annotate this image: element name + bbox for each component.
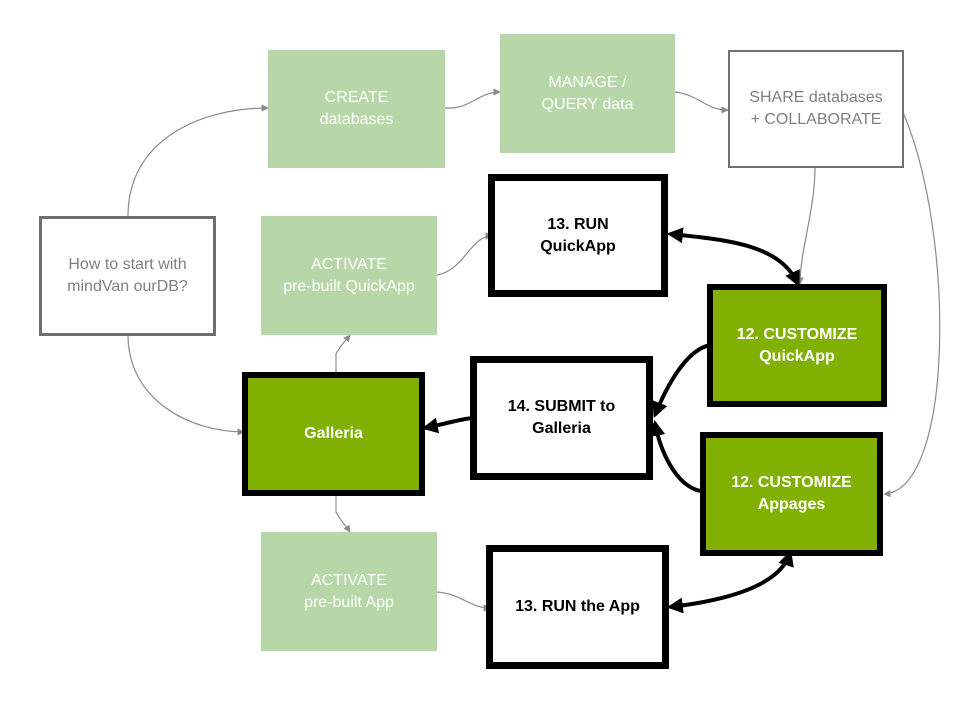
connector-manage-to-share [674,91,729,114]
connector-customize-quickapp-to-submit [652,343,711,418]
customize-appages-node: 12. CUSTOMIZE Appages [700,432,883,556]
connector-share-to-customize-quickapp [796,167,816,285]
manage-query-data-node: MANAGE / QUERY data [500,34,675,153]
connector-activate-app-to-run-app [436,591,491,612]
connector-start-to-galleria [127,334,245,436]
share-collaborate-node: SHARE databases + COLLABORATE [728,50,904,168]
connector-customize-appages-to-submit [649,419,701,493]
connector-share-to-customize-appages [883,109,941,498]
connector-activate-quickapp-to-run [436,232,493,276]
connector-start-to-create [127,104,269,217]
connector-galleria-to-activate-app [335,493,351,533]
run-the-app-node: 13. RUN the App [486,545,669,669]
run-quickapp-node: 13. RUN QuickApp [488,174,668,297]
create-databases-node: CREATE databases [268,50,445,168]
connector-submit-to-galleria [421,416,474,434]
connector-create-to-manage [444,88,501,109]
galleria-node: Galleria [242,372,425,496]
customize-quickapp-node: 12. CUSTOMIZE QuickApp [707,284,887,407]
start-question-node: How to start with mindVan ourDB? [39,216,216,336]
connector-galleria-to-activate-quickapp [335,334,351,372]
activate-app-node: ACTIVATE pre-built App [261,532,437,651]
connector-run-app-customize-appages [666,549,794,614]
submit-to-galleria-node: 14. SUBMIT to Galleria [470,356,653,480]
activate-quickapp-node: ACTIVATE pre-built QuickApp [261,216,437,335]
connector-run-quickapp-customize-quickapp [666,227,800,287]
